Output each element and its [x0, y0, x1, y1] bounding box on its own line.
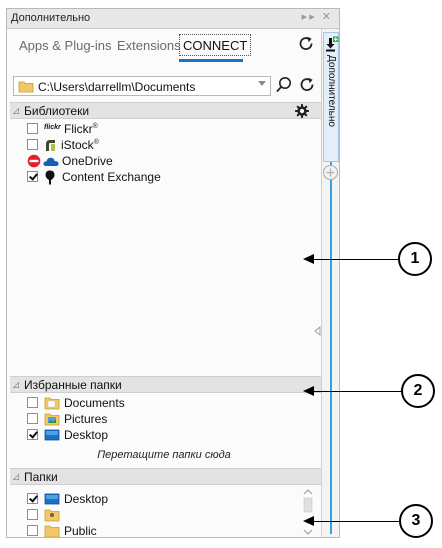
callout-line-2 — [312, 391, 403, 392]
add-tab-plus-icon[interactable] — [322, 164, 339, 181]
content-exchange-checkbox[interactable] — [27, 171, 38, 182]
folders-title: Папки — [24, 470, 58, 484]
favorites-section-header[interactable]: ◿ Избранные папки — [10, 376, 321, 393]
folder-public-checkbox[interactable] — [27, 525, 38, 536]
refresh-path-icon[interactable] — [298, 76, 316, 94]
docker-side-tabs: Дополнительно — [321, 29, 339, 537]
libraries-title: Библиотеки — [24, 104, 90, 118]
folders-scrollbar[interactable] — [301, 486, 315, 538]
library-item-label: Flickr® — [64, 122, 98, 136]
desktop-checkbox[interactable] — [27, 429, 38, 440]
folder-item-label: Public — [64, 524, 97, 537]
callout-line-1 — [312, 259, 400, 260]
documents-checkbox[interactable] — [27, 397, 38, 408]
chevron-left-icon[interactable] — [314, 326, 321, 336]
folder-desktop-checkbox[interactable] — [27, 493, 38, 504]
istock-checkbox[interactable] — [27, 139, 38, 150]
search-icon[interactable] — [275, 75, 293, 95]
user-folder-icon — [44, 509, 60, 522]
onedrive-cloud-icon — [43, 157, 59, 166]
docker-window: Дополнительно ▸▸ ✕ Apps & Plug-ins Exten… — [6, 8, 340, 538]
docker-window-controls[interactable]: ▸▸ ✕ — [301, 11, 333, 23]
active-tab-indicator — [179, 59, 243, 62]
callout-number-2: 2 — [401, 374, 435, 408]
callout-number-1: 1 — [398, 242, 432, 276]
documents-folder-icon — [44, 397, 60, 410]
tab-apps-plugins[interactable]: Apps & Plug-ins — [19, 38, 112, 53]
download-plus-icon — [326, 36, 339, 52]
collapse-triangle-icon[interactable]: ◿ — [13, 106, 20, 115]
desktop-icon — [44, 429, 60, 441]
library-item-label: OneDrive — [62, 154, 113, 168]
callout-arrow-3 — [303, 516, 314, 526]
tab-connect[interactable]: CONNECT — [179, 34, 252, 56]
content-exchange-icon — [45, 170, 55, 185]
library-item-label: Content Exchange — [62, 170, 161, 184]
folder-item-label: Desktop — [64, 492, 109, 506]
folder-item-public[interactable]: Public — [27, 524, 307, 537]
callout-line-3 — [312, 521, 401, 522]
path-input[interactable]: C:\Users\darrellm\Documents — [13, 76, 271, 96]
refresh-icon[interactable] — [297, 35, 315, 53]
library-item-label: iStock® — [61, 138, 99, 152]
docker-title: Дополнительно — [11, 12, 91, 24]
chevron-down-icon[interactable] — [258, 81, 266, 86]
favorites-title: Избранные папки — [24, 378, 122, 392]
folders-section-header[interactable]: ◿ Папки — [10, 468, 321, 485]
tab-extensions[interactable]: Extensions — [117, 38, 181, 53]
callout-arrow-1 — [303, 254, 314, 264]
side-tab-additional[interactable]: Дополнительно — [323, 32, 339, 162]
desktop-icon — [44, 493, 60, 505]
favorite-item-label: Pictures — [64, 412, 108, 426]
libraries-section-header[interactable]: ◿ Библиотеки — [10, 102, 321, 119]
callout-number-3: 3 — [399, 504, 433, 538]
flickr-checkbox[interactable] — [27, 123, 38, 134]
pictures-folder-icon — [44, 413, 60, 426]
flickr-logo-icon: flickr — [44, 124, 61, 131]
callout-arrow-2 — [303, 386, 314, 396]
pictures-checkbox[interactable] — [27, 413, 38, 424]
drop-folders-hint: Перетащите папки сюда — [97, 449, 231, 461]
gear-icon[interactable] — [294, 103, 310, 119]
connect-panel: Apps & Plug-ins Extensions CONNECT C:\Us… — [7, 29, 321, 537]
collapse-triangle-icon[interactable]: ◿ — [13, 472, 20, 481]
side-tab-indicator-line — [330, 162, 332, 534]
public-folder-icon — [44, 525, 60, 537]
istock-icon — [46, 140, 55, 151]
folder-icon — [18, 81, 34, 93]
side-tab-label: Дополнительно — [326, 55, 337, 127]
docker-titlebar: Дополнительно ▸▸ ✕ — [7, 9, 339, 29]
blocked-status-icon — [27, 154, 41, 168]
path-value: C:\Users\darrellm\Documents — [38, 80, 196, 94]
favorite-item-label: Documents — [64, 396, 125, 410]
folder-user-checkbox[interactable] — [27, 509, 38, 520]
favorite-item-label: Desktop — [64, 428, 109, 442]
collapse-triangle-icon[interactable]: ◿ — [13, 380, 20, 389]
